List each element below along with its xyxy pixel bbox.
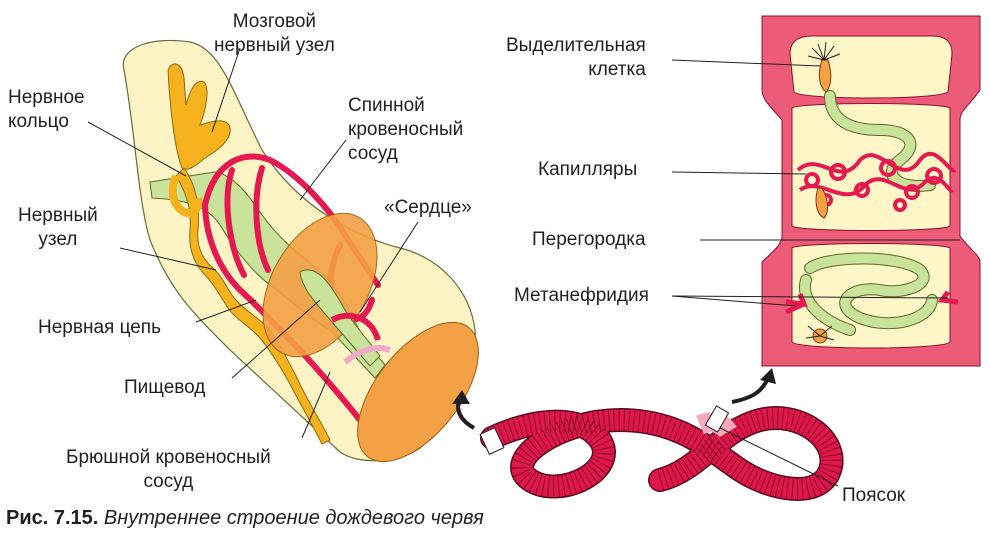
label-heart: «Сердце» [384,196,472,220]
figure-caption: Рис. 7.15. Внутреннее строение дождевого… [6,506,484,530]
caption-text: Внутреннее строение дождевого червя [104,507,484,529]
label-clitellum: Поясок [842,484,905,508]
caption-number: Рис. 7.15. [6,507,98,529]
label-esophagus: Пищевод [124,376,205,400]
arrow-right-icon [732,378,768,402]
worm-body [492,418,832,489]
label-capillaries: Капилляры [538,158,637,182]
chamber-top [790,36,952,98]
label-septum: Перегородка [532,228,646,252]
worm-illustration [452,368,838,489]
chamber-middle [792,104,950,231]
label-nerve-chain: Нервная цепь [38,316,161,340]
label-metanephridia: Метанефридия [514,284,649,308]
segment-section-illustration [672,16,980,366]
